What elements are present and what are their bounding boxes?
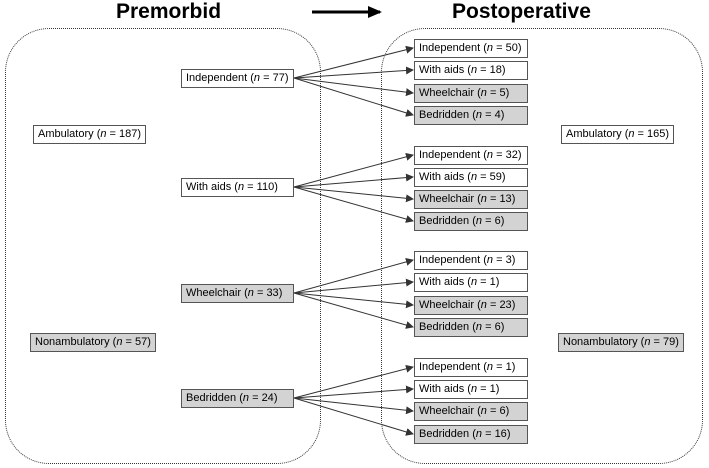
outcome-bedridden-from-wheelchair: Bedridden (n = 6): [414, 318, 528, 337]
arrow-wheelchair-to-independent: [293, 258, 414, 294]
outcome-wheelchair-from-bedridden: Wheelchair (n = 6): [414, 402, 528, 421]
premorbid-bedridden-box: Bedridden (n = 24): [181, 389, 294, 408]
postoperative-heading: Postoperative: [452, 0, 591, 23]
premorbid-with-aids-box: With aids (n = 110): [181, 178, 294, 197]
arrow-independent-to-bedridden: [293, 77, 414, 117]
premorbid-group: [5, 28, 321, 464]
arrow-bedridden-to-wheelchair: [293, 397, 414, 415]
premorbid-nonambulatory-box: Nonambulatory (n = 57): [30, 333, 156, 352]
outcome-wheelchair-from-wheelchair: Wheelchair (n = 23): [414, 296, 528, 315]
postoperative-nonambulatory-box: Nonambulatory (n = 79): [558, 333, 684, 352]
premorbid-ambulatory-box: Ambulatory (n = 187): [33, 125, 147, 144]
arrow-wheelchair-to-with-aids: [293, 278, 414, 294]
outcome-with-aids-from-bedridden: With aids (n = 1): [414, 380, 528, 399]
outcome-with-aids-from-with-aids: With aids (n = 59): [414, 168, 528, 187]
arrow-with-aids-to-wheelchair: [293, 186, 414, 203]
arrow-independent-to-wheelchair: [293, 77, 414, 97]
outcome-bedridden-from-with-aids: Bedridden (n = 6): [414, 212, 528, 231]
outcome-bedridden-from-bedridden: Bedridden (n = 16): [414, 425, 528, 444]
premorbid-wheelchair-box: Wheelchair (n = 33): [181, 284, 294, 303]
outcome-independent-from-wheelchair: Independent (n = 3): [414, 251, 528, 270]
arrow-with-aids-to-independent: [293, 152, 414, 188]
outcome-independent-from-bedridden: Independent (n = 1): [414, 358, 528, 377]
premorbid-heading: Premorbid: [116, 0, 222, 23]
arrow-wheelchair-to-bedridden: [293, 292, 414, 329]
postoperative-group: [381, 28, 703, 464]
outcome-with-aids-from-independent: With aids (n = 18): [414, 61, 528, 80]
outcome-wheelchair-from-independent: Wheelchair (n = 5): [414, 84, 528, 103]
outcome-independent-from-independent: Independent (n = 50): [414, 39, 528, 58]
outcome-independent-from-with-aids: Independent (n = 32): [414, 146, 528, 165]
arrow-with-aids-to-with-aids: [293, 173, 414, 188]
arrow-with-aids-to-bedridden: [293, 186, 414, 223]
premorbid-independent-box: Independent (n = 77): [181, 69, 294, 88]
outcome-wheelchair-from-with-aids: Wheelchair (n = 13): [414, 190, 528, 209]
arrow-wheelchair-to-wheelchair: [293, 292, 414, 309]
outcome-bedridden-from-independent: Bedridden (n = 4): [414, 106, 528, 125]
outcome-with-aids-from-wheelchair: With aids (n = 1): [414, 273, 528, 292]
postoperative-ambulatory-box: Ambulatory (n = 165): [561, 125, 675, 144]
arrow-bedridden-to-with-aids: [293, 385, 414, 399]
arrow-bedridden-to-independent: [293, 364, 414, 399]
